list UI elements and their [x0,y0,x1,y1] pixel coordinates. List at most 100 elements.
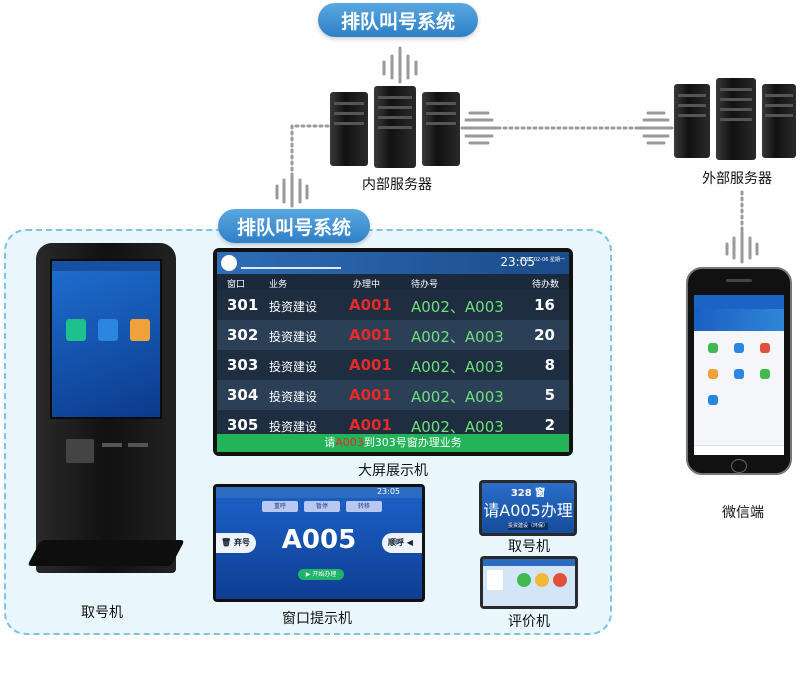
calendar-icon [130,319,150,341]
big-screen-footer: 请A003到303号窗办理业务 [217,434,569,452]
unsatisfied-face-icon[interactable] [553,573,567,587]
row-waiting: A002、A003 [411,328,504,346]
col-window: 窗口 [227,280,246,290]
col-count: 待办数 [531,280,559,290]
row-waiting: A002、A003 [411,418,504,436]
app-icon[interactable] [734,343,744,353]
brand-logo [241,256,341,269]
big-screen-date: 2017-02-06 星期一 [519,257,565,263]
phone-banner [694,309,784,331]
app-icon[interactable] [760,369,770,379]
app-icon[interactable] [708,369,718,379]
trash-icon: 🗑 [221,538,234,547]
external-server-icon [674,78,796,160]
keypad [66,439,94,463]
col-business: 业务 [269,280,288,290]
document-icon [98,319,118,341]
staff-avatar [487,570,503,590]
phone-bottom-nav [694,445,784,455]
row-count: 16 [534,296,555,314]
system-title-top-text: 排队叫号系统 [340,10,455,33]
row-waiting: A002、A003 [411,298,504,316]
phone-app-header [694,295,784,309]
kiosk-base [27,540,185,566]
row-current: A001 [349,296,392,314]
play-icon: ▶ [305,571,313,578]
row-waiting: A002、A003 [411,358,504,376]
footer-prefix: 请 [324,436,336,449]
small-take-number-device: 328 窗 请A005办理 投资建设（环保） [479,480,577,536]
window-prompt-header: 23:05 [216,487,422,498]
big-screen-column-headers: 窗口 业务 办理中 待办号 待办数 [217,274,569,290]
small-business-tag: 投资建设（环保） [508,523,549,530]
external-server-label: 外部服务器 [702,171,772,187]
satisfied-face-icon[interactable] [517,573,531,587]
evaluation-header [483,559,575,566]
neutral-face-icon[interactable] [535,573,549,587]
signal-antenna-icon [382,46,418,84]
row-count: 8 [544,356,555,374]
next-call-button[interactable]: 顺呼 ◀ [382,533,422,553]
row-window: 302 [227,326,259,344]
window-prompt-time: 23:05 [376,487,400,496]
abandon-label: 弃号 [234,538,250,547]
big-display-screen: 23:05 2017-02-06 星期一 窗口 业务 办理中 待办号 待办数 3… [213,248,573,456]
small-take-label: 取号机 [508,539,550,555]
recall-button[interactable]: 重呼 [262,501,298,512]
phone-speaker [726,279,752,282]
emblem-icon [221,255,237,271]
start-handling-button[interactable]: ▶ 开始办理 [298,569,344,580]
home-button[interactable] [731,459,747,473]
evaluation-label: 评价机 [508,614,550,630]
small-call-message: 请A005办理 [483,501,573,520]
row-count: 2 [544,416,555,434]
internal-server-label: 内部服务器 [362,177,432,193]
next-call-label: 顺呼 [388,538,404,547]
row-business: 投资建设 [269,330,318,344]
app-icon[interactable] [760,343,770,353]
internal-server-icon [330,86,460,168]
big-screen-label: 大屏展示机 [358,463,428,479]
footer-number: A003 [335,436,364,449]
current-number: A005 [281,525,357,555]
big-screen-time: 23:05 [500,255,535,269]
row-current: A001 [349,386,392,404]
row-window: 303 [227,356,259,374]
evaluation-device [480,556,578,609]
table-row: 301 投资建设 A001 A002、A003 16 [217,290,569,320]
footer-suffix: 到303号窗办理业务 [363,436,462,449]
abandon-button[interactable]: 🗑 弃号 [216,533,256,553]
system-title-middle-text: 排队叫号系统 [236,216,351,239]
row-current: A001 [349,416,392,434]
table-row: 304 投资建设 A001 A002、A003 5 [217,380,569,410]
row-waiting: A002、A003 [411,388,504,406]
pause-button[interactable]: 暂停 [304,501,340,512]
row-window: 304 [227,386,259,404]
row-business: 投资建设 [269,420,318,434]
speaker-icon: ◀ [404,538,413,547]
kiosk-label: 取号机 [81,605,123,621]
row-current: A001 [349,326,392,344]
table-row: 303 投资建设 A001 A002、A003 8 [217,350,569,380]
app-icon[interactable] [734,369,744,379]
row-business: 投资建设 [269,390,318,404]
row-window: 301 [227,296,259,314]
row-business: 投资建设 [269,300,318,314]
app-icon[interactable] [708,395,718,405]
system-title-middle: 排队叫号系统 [218,209,370,243]
smartphone [686,267,792,475]
small-window-number: 328 窗 [510,488,546,499]
ticket-icon [66,319,86,341]
system-title-top: 排队叫号系统 [318,3,478,37]
row-current: A001 [349,356,392,374]
app-icon[interactable] [708,343,718,353]
kiosk-screen [50,259,162,419]
phone-screen [694,295,784,455]
wechat-label: 微信端 [722,505,764,521]
transfer-button[interactable]: 转移 [346,501,382,512]
big-screen-header: 23:05 2017-02-06 星期一 [217,252,569,274]
row-count: 5 [544,386,555,404]
start-label: 开始办理 [312,571,337,578]
ticket-slot [128,443,148,447]
